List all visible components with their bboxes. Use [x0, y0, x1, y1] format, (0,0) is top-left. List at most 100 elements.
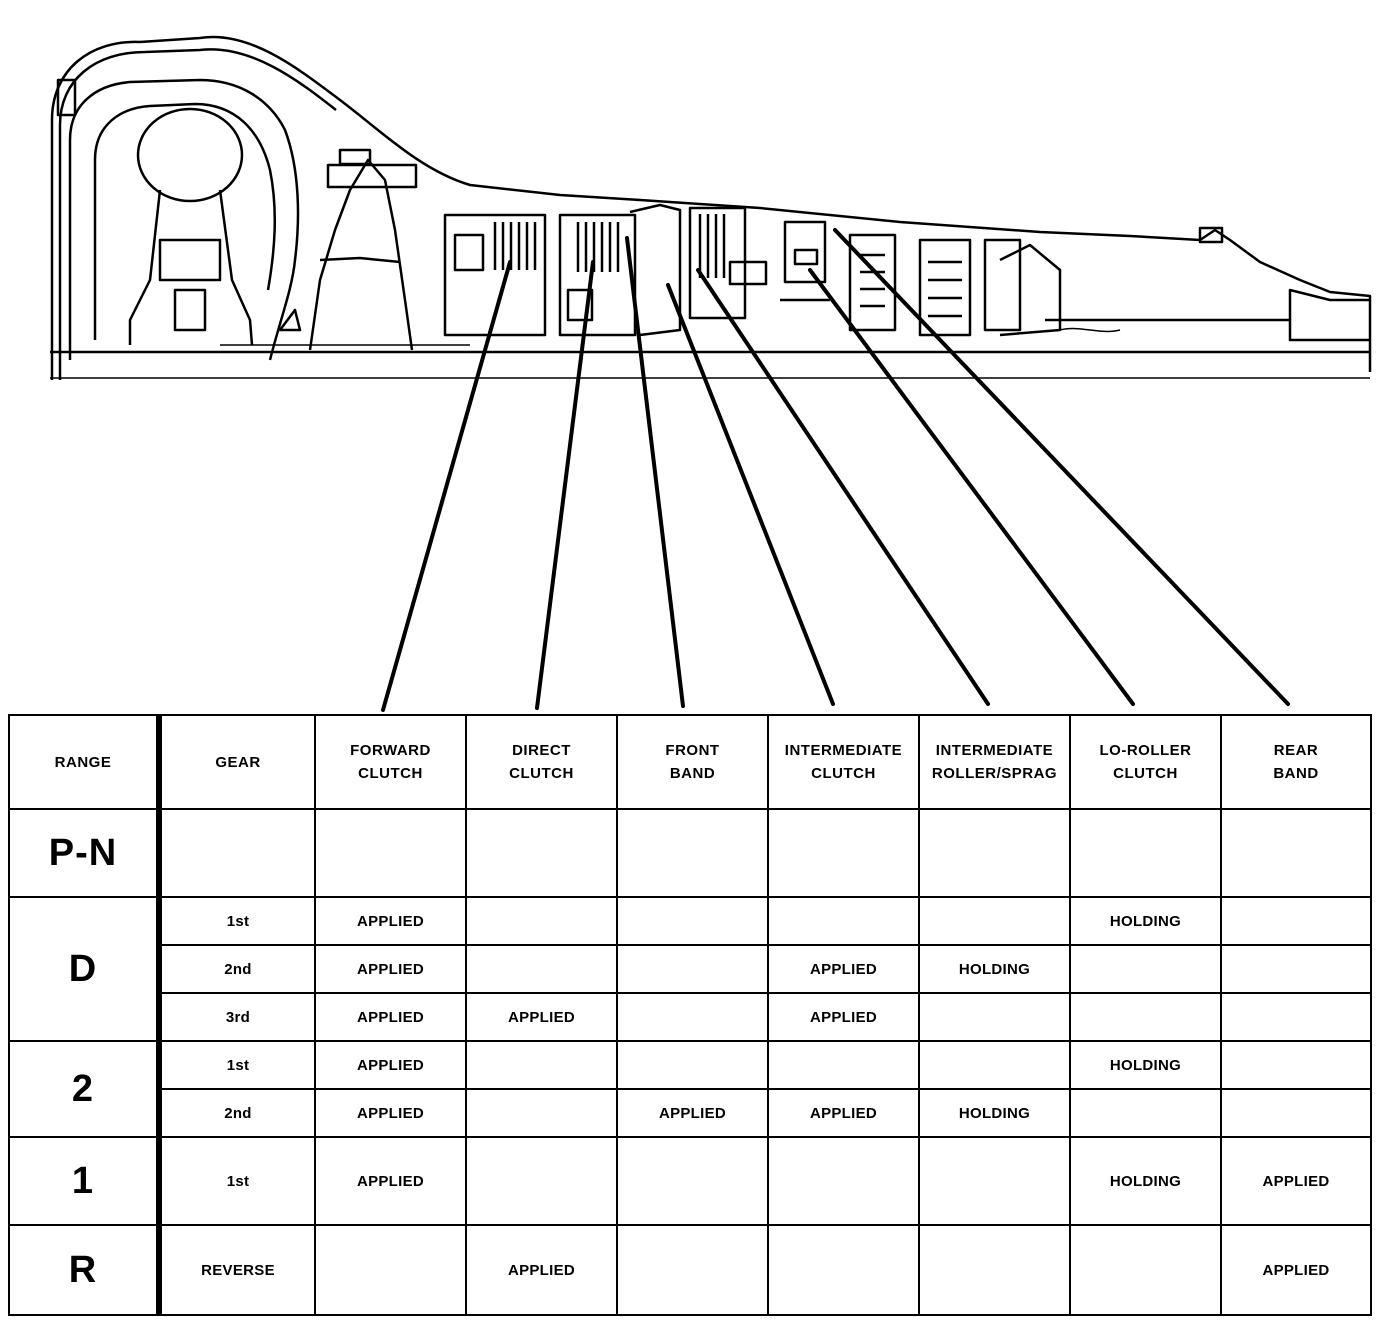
table-row: D 1st APPLIED HOLDING — [8, 896, 1372, 1042]
planetary-gearset — [848, 233, 1022, 337]
rear-band — [999, 243, 1062, 337]
header-lo-roller-clutch: LO-ROLLER CLUTCH — [1069, 714, 1222, 810]
gear-cell: 1st — [158, 1136, 316, 1226]
table-cell — [465, 1040, 618, 1090]
gear-cell: 2nd — [158, 944, 316, 994]
forward-clutch-pack — [443, 213, 547, 337]
leader-lo-roller-clutch — [808, 268, 1135, 706]
table-cell — [1220, 1040, 1372, 1090]
gear-cell: 1st — [158, 896, 316, 946]
table-cell — [918, 1224, 1071, 1316]
table-row: P-N — [8, 808, 1372, 898]
direct-clutch-pack — [558, 213, 637, 337]
table-cell: APPLIED — [314, 1088, 467, 1138]
table-cell: APPLIED — [1220, 1224, 1372, 1316]
header-rear-band: REAR BAND — [1220, 714, 1372, 810]
table-cell: HOLDING — [1069, 1136, 1222, 1226]
table-row: R REVERSE APPLIED APPLIED — [8, 1224, 1372, 1316]
range-cell: D — [8, 896, 162, 1042]
table-cell: APPLIED — [314, 992, 467, 1042]
table-row: 2nd APPLIED APPLIED APPLIED HOLDING — [9, 1088, 1372, 1138]
table-cell — [616, 1040, 769, 1090]
table-cell: HOLDING — [1069, 896, 1222, 946]
clutch-band-application-chart: RANGE GEAR FORWARD CLUTCH DIRECT CLUTCH … — [8, 714, 1372, 1316]
header-row: RANGE GEAR FORWARD CLUTCH DIRECT CLUTCH … — [8, 714, 1372, 810]
table-cell: APPLIED — [767, 944, 920, 994]
table-cell — [767, 808, 920, 898]
table-cell — [918, 1136, 1071, 1226]
table-cell: HOLDING — [918, 944, 1071, 994]
table-cell — [1220, 992, 1372, 1042]
range-cell: 2 — [8, 1040, 162, 1138]
leader-rear-band — [833, 228, 1290, 706]
table-cell — [1069, 1088, 1222, 1138]
header-intermediate-sprag: INTERMEDIATE ROLLER/SPRAG — [918, 714, 1071, 810]
leader-lines — [381, 228, 1290, 712]
range-cell: 1 — [8, 1136, 162, 1226]
table-cell: APPLIED — [314, 896, 467, 946]
table-cell — [314, 808, 467, 898]
table-cell: APPLIED — [465, 992, 618, 1042]
table-cell: HOLDING — [918, 1088, 1071, 1138]
table-cell — [1220, 1088, 1372, 1138]
pump-assembly — [308, 158, 414, 351]
header-gear: GEAR — [158, 714, 316, 810]
leader-direct-clutch — [535, 260, 595, 710]
intermediate-clutch-pack — [688, 206, 768, 320]
header-front-band: FRONT BAND — [616, 714, 769, 810]
table-cell — [616, 896, 769, 946]
leader-front-band — [625, 236, 685, 708]
gear-cell: 1st — [158, 1040, 316, 1090]
gear-cell: 3rd — [158, 992, 316, 1042]
table-cell — [918, 1040, 1071, 1090]
table-cell — [314, 1224, 467, 1316]
table-row: 2nd APPLIED APPLIED HOLDING — [9, 944, 1372, 994]
table-cell — [1069, 992, 1222, 1042]
table-cell — [1069, 808, 1222, 898]
table-cell: APPLIED — [314, 1136, 467, 1226]
table-cell — [1069, 944, 1222, 994]
torque-converter — [68, 78, 300, 361]
table-cell — [616, 1224, 769, 1316]
leader-intermediate-clutch — [666, 283, 835, 706]
table-cell — [616, 808, 769, 898]
table-cell — [1220, 808, 1372, 898]
table-cell — [767, 1136, 920, 1226]
table-cell: APPLIED — [465, 1224, 618, 1316]
table-cell: HOLDING — [1069, 1040, 1222, 1090]
header-intermediate-clutch: INTERMEDIATE CLUTCH — [767, 714, 920, 810]
table-cell — [1220, 944, 1372, 994]
table-cell — [616, 944, 769, 994]
gear-cell — [158, 808, 316, 898]
leader-intermediate-sprag — [696, 268, 990, 706]
header-forward-clutch: FORWARD CLUTCH — [314, 714, 467, 810]
table-cell — [767, 896, 920, 946]
table-cell — [918, 808, 1071, 898]
table-cell: APPLIED — [767, 992, 920, 1042]
table-cell — [918, 992, 1071, 1042]
table-cell — [1069, 1224, 1222, 1316]
range-cell: P-N — [8, 808, 162, 898]
table-cell — [465, 808, 618, 898]
header-direct-clutch: DIRECT CLUTCH — [465, 714, 618, 810]
gear-cell: 2nd — [158, 1088, 316, 1138]
table-cell: APPLIED — [767, 1088, 920, 1138]
header-range: RANGE — [8, 714, 162, 810]
table-cell: APPLIED — [616, 1088, 769, 1138]
table-cell — [918, 896, 1071, 946]
table-cell — [465, 896, 618, 946]
table-cell — [616, 1136, 769, 1226]
leader-forward-clutch — [381, 260, 512, 712]
table-row: 2 1st APPLIED HOLDING — [8, 1040, 1372, 1138]
table-cell — [465, 944, 618, 994]
table-row: 1 1st APPLIED HOLDING APPLIED — [8, 1136, 1372, 1226]
table-cell — [767, 1040, 920, 1090]
gear-cell: REVERSE — [158, 1224, 316, 1316]
table-cell: APPLIED — [314, 944, 467, 994]
table-cell — [1220, 896, 1372, 946]
range-cell: R — [8, 1224, 162, 1316]
table-row: 3rd APPLIED APPLIED APPLIED — [9, 992, 1372, 1042]
table-cell — [767, 1224, 920, 1316]
table-cell: APPLIED — [1220, 1136, 1372, 1226]
